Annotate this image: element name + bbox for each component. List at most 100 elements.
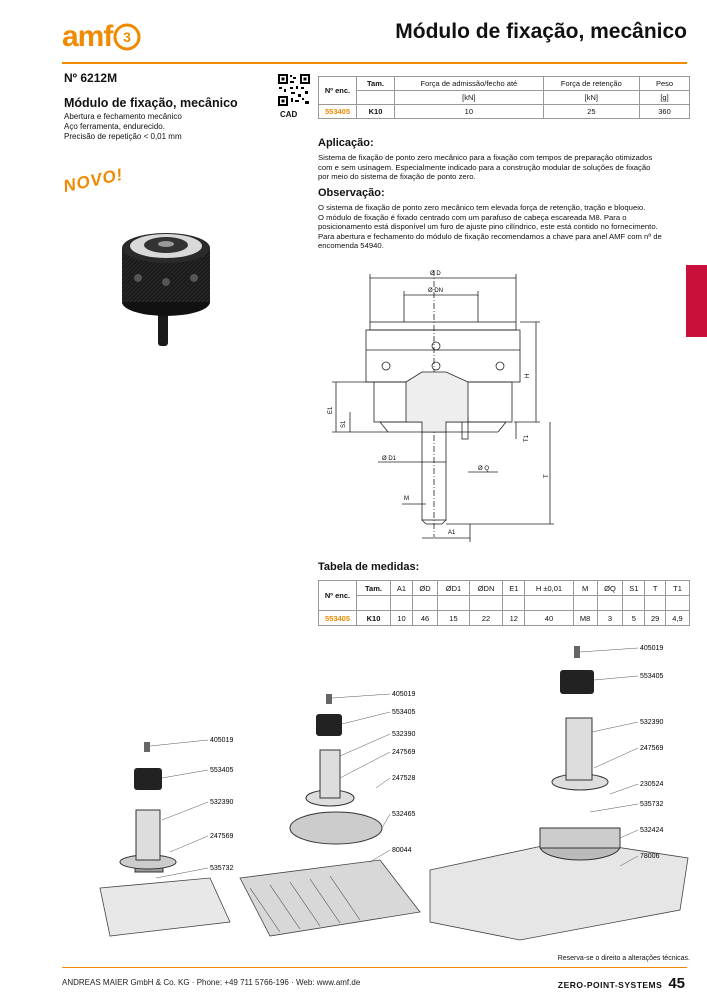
page-title: Módulo de fixação, mecânico xyxy=(395,20,687,43)
part-number-label: 553405 xyxy=(392,709,415,716)
part-number-label: 78006 xyxy=(640,853,660,860)
svg-text:3: 3 xyxy=(123,29,131,45)
table-cell: K10 xyxy=(356,610,391,626)
part-number-label: 247569 xyxy=(210,833,233,840)
text-line: por meio do sistema de fixação de ponto … xyxy=(318,172,476,181)
dim-label-e1: E1 xyxy=(328,406,334,414)
description-line: Abertura e fechamento mecânico xyxy=(64,112,182,121)
dim-label-h: H xyxy=(525,374,531,378)
text-line: com e sem usinagem. Especialmente indica… xyxy=(318,162,651,172)
part-number-label: 532390 xyxy=(640,719,663,726)
order-number-link[interactable]: 553405 xyxy=(318,610,357,626)
table-unit: [kN] xyxy=(542,90,641,105)
section-tab[interactable] xyxy=(686,265,707,337)
table-unit-row: [kN] [kN] [g] xyxy=(319,90,690,105)
text-line: O sistema de fixação de ponto zero mecân… xyxy=(318,203,646,212)
table-header: Tam. xyxy=(356,580,391,596)
part-number-label: 230524 xyxy=(640,781,663,788)
dimensions-table: Nº enc. Tam. A1 ØD ØD1 ØDN E1 H ±0,01 M … xyxy=(318,580,691,626)
part-number-label: 532465 xyxy=(392,811,415,818)
text-line: posicionamento está disponível um furo d… xyxy=(318,222,658,231)
dim-label-t: T xyxy=(544,474,550,478)
assembly-illustration: 405019 553405 532390 247569 535732 405019 5534… xyxy=(99,645,689,941)
table-cell: K10 xyxy=(356,104,395,119)
page-number: 45 xyxy=(668,975,685,992)
table-spacer-row xyxy=(319,595,691,611)
dim-label-q: Ø Q xyxy=(478,466,489,472)
description-line: Precisão de repetição < 0,01 mm xyxy=(64,132,182,141)
table-header-row: Nº enc. Tam. A1 ØD ØD1 ØDN E1 H ±0,01 M … xyxy=(318,580,691,611)
table-cell: 10 xyxy=(390,610,413,626)
table-cell: 46 xyxy=(411,610,439,626)
table-cell: 5 xyxy=(622,610,646,626)
section-name: ZERO-POINT-SYSTEMS xyxy=(557,980,663,990)
table-cell: 10 xyxy=(394,104,544,119)
cad-label[interactable]: CAD xyxy=(280,110,298,119)
dim-label-s1: S1 xyxy=(341,420,347,428)
table-header: Força de admissão/fecho até xyxy=(394,76,544,91)
dim-label-t1: T1 xyxy=(524,434,530,442)
product-photo xyxy=(122,233,210,346)
table-header: T1 xyxy=(664,580,691,596)
dim-label-dn: Ø DN xyxy=(428,288,443,294)
part-number-label: 405019 xyxy=(640,645,663,652)
product-description: Abertura e fechamento mecânico Aço ferra… xyxy=(64,112,182,142)
part-number-label: 535732 xyxy=(640,801,663,808)
table-header: ØD1 xyxy=(437,580,470,596)
technical-drawing: Ø D Ø DN H E1 S1 T1 Ø D1 Ø Q T M A1 xyxy=(328,270,554,542)
part-number-label: 80044 xyxy=(392,847,412,854)
table-row: 553405 K10 10 25 360 xyxy=(318,104,690,119)
dim-label-d: Ø D xyxy=(430,271,441,277)
table-cell: 360 xyxy=(639,104,690,119)
table-cell: 4,9 xyxy=(664,610,691,626)
dim-label-m: M xyxy=(404,496,409,502)
table-header: ØD xyxy=(411,580,439,596)
observation-heading: Observação: xyxy=(318,187,385,199)
part-number-label: 553405 xyxy=(640,673,663,680)
table-header: M xyxy=(572,580,598,596)
text-line: encomenda 54940. xyxy=(318,241,384,250)
article-number: Nº 6212M xyxy=(64,71,118,85)
qr-code-icon[interactable] xyxy=(277,73,311,107)
company-footer: ANDREAS MAIER GmbH & Co. KG · Phone: +49… xyxy=(62,978,361,987)
part-number-label: 405019 xyxy=(392,691,415,698)
part-number-label: 532390 xyxy=(392,731,415,738)
application-text: Sistema de fixação de ponto zero mecânic… xyxy=(318,153,692,182)
dim-label-a1: A1 xyxy=(448,530,456,536)
table-header: Peso xyxy=(639,76,690,91)
table-header: A1 xyxy=(390,580,413,596)
text-line: Para abertura e fechamento do módulo de … xyxy=(318,231,662,241)
part-number-label: 532424 xyxy=(640,827,663,834)
table-header: S1 xyxy=(622,580,646,596)
part-number-label: 247528 xyxy=(392,775,415,782)
table-header: ØQ xyxy=(596,580,624,596)
title-rule xyxy=(62,62,687,64)
amf-logo: amf 3 xyxy=(62,20,142,53)
dim-label-d1: Ø D1 xyxy=(382,456,397,462)
new-badge: NOVO! xyxy=(61,164,126,197)
table-cell: 40 xyxy=(524,610,574,626)
text-line: O módulo de fixação é fixado centrado co… xyxy=(318,212,627,222)
order-number-link[interactable]: 553405 xyxy=(318,104,357,119)
logo-mark-icon: 3 xyxy=(113,23,141,51)
table-header: Nº enc. xyxy=(318,76,357,105)
spec-table: Nº enc. Tam. Força de admissão/fecho até… xyxy=(318,76,690,119)
part-number-label: 405019 xyxy=(210,737,233,744)
table-header: Tam. xyxy=(356,76,395,91)
table-cell: 15 xyxy=(437,610,470,626)
table-header: ØDN xyxy=(468,580,504,596)
application-heading: Aplicação: xyxy=(318,137,374,149)
dimensions-heading: Tabela de medidas: xyxy=(318,561,420,573)
table-cell: M8 xyxy=(572,610,598,626)
table-header: Nº enc. xyxy=(318,580,357,611)
part-number-label: 247569 xyxy=(640,745,663,752)
table-cell: 29 xyxy=(644,610,666,626)
table-cell: 22 xyxy=(468,610,504,626)
table-header: Força de retenção xyxy=(542,76,641,91)
table-header-row: Nº enc. Tam. Força de admissão/fecho até… xyxy=(318,76,690,105)
description-line: Aço ferramenta, endurecido. xyxy=(64,122,165,131)
table-header: E1 xyxy=(502,580,526,596)
observation-text: O sistema de fixação de ponto zero mecân… xyxy=(318,203,692,251)
table-unit: [g] xyxy=(639,90,690,105)
table-header: H ±0,01 xyxy=(524,580,574,596)
